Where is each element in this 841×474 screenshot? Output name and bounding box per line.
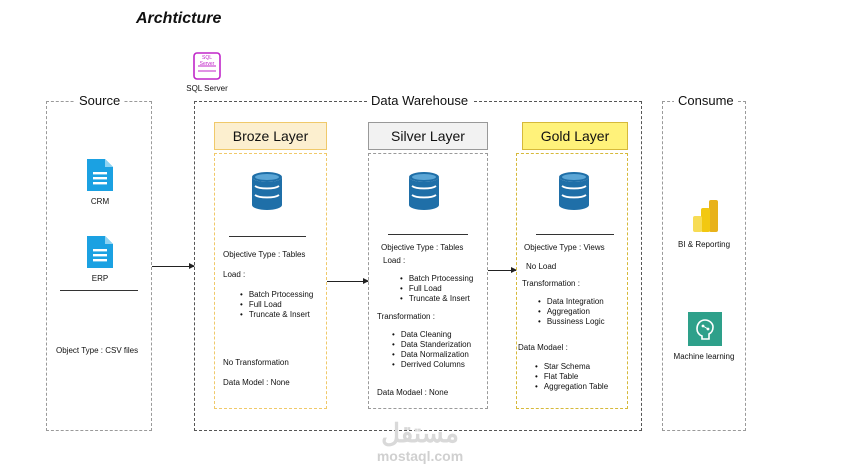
bronze-data-model: Data Model : None: [223, 378, 290, 387]
sql-server-logo-text: SQL Server: [199, 55, 215, 67]
gold-database-icon: [558, 171, 590, 216]
list-item: Data Standerization: [392, 340, 471, 350]
list-item: Data Normalization: [392, 350, 471, 360]
list-item: Data Cleaning: [392, 330, 471, 340]
machine-learning-label: Machine learning: [673, 352, 735, 361]
arrow-bronze-to-silver: [327, 278, 369, 284]
crm-label: CRM: [90, 197, 110, 206]
bronze-objective: Objective Type : Tables: [223, 250, 306, 259]
bronze-transformation: No Transformation: [223, 358, 289, 367]
gold-transformation-label: Transformation :: [522, 279, 580, 288]
crm-file-icon: [85, 157, 115, 198]
silver-load-list: Batch Prtocessing Full Load Truncate & I…: [400, 274, 473, 304]
silver-transformation-label: Transformation :: [377, 312, 435, 321]
list-item: Bussiness Logic: [538, 317, 605, 327]
consume-label: Consume: [674, 93, 738, 108]
gold-transformation-list: Data Integration Aggregation Bussiness L…: [538, 297, 605, 327]
gold-layer-box: [516, 153, 628, 409]
bronze-layer-header: Broze Layer: [214, 122, 327, 150]
silver-divider: [388, 234, 468, 235]
bronze-database-icon: [251, 171, 283, 216]
bronze-divider: [229, 236, 306, 237]
silver-data-model: Data Modael : None: [377, 388, 449, 397]
power-bi-icon: [691, 199, 719, 238]
silver-load-label: Load :: [383, 256, 406, 265]
silver-transformation-list: Data Cleaning Data Standerization Data N…: [392, 330, 471, 370]
watermark-arabic: مستقل: [381, 418, 459, 448]
silver-database-icon: [408, 171, 440, 216]
erp-label: ERP: [91, 274, 109, 283]
list-item: Flat Table: [535, 372, 608, 382]
machine-learning-icon: [688, 312, 722, 351]
gold-layer-header: Gold Layer: [522, 122, 628, 150]
bronze-load-label: Load :: [223, 270, 246, 279]
silver-layer-box: [368, 153, 488, 409]
list-item: Star Schema: [535, 362, 608, 372]
consume-container: [662, 101, 746, 431]
list-item: Derrived Columns: [392, 360, 471, 370]
gold-objective: Objective Type : Views: [524, 243, 605, 252]
gold-data-model-label: Data Modael :: [518, 343, 568, 352]
source-label: Source: [75, 93, 125, 108]
diagram-title: Archticture: [136, 10, 222, 27]
sql-server-icon: SQL Server: [193, 52, 221, 80]
list-item: Truncate & Insert: [400, 294, 473, 304]
erp-file-icon: [85, 234, 115, 275]
gold-data-model-list: Star Schema Flat Table Aggregation Table: [535, 362, 608, 392]
source-divider: [60, 290, 138, 291]
sql-server-label: SQL Server: [186, 84, 228, 93]
list-item: Batch Prtocessing: [400, 274, 473, 284]
gold-load: No Load: [526, 262, 557, 271]
list-item: Batch Prtocessing: [240, 290, 313, 300]
source-object-type: Object Type : CSV files: [56, 346, 139, 355]
bronze-load-list: Batch Prtocessing Full Load Truncate & I…: [240, 290, 313, 320]
warehouse-label: Data Warehouse: [367, 93, 473, 108]
list-item: Full Load: [400, 284, 473, 294]
arrow-silver-to-gold: [488, 267, 517, 273]
list-item: Truncate & Insert: [240, 310, 313, 320]
silver-objective: Objective Type : Tables: [381, 243, 464, 252]
gold-divider: [536, 234, 614, 235]
bronze-layer-box: [214, 153, 327, 409]
list-item: Aggregation: [538, 307, 605, 317]
arrow-source-to-warehouse: [152, 263, 195, 269]
list-item: Aggregation Table: [535, 382, 608, 392]
list-item: Full Load: [240, 300, 313, 310]
silver-layer-header: Silver Layer: [368, 122, 488, 150]
list-item: Data Integration: [538, 297, 605, 307]
bi-reporting-label: BI & Reporting: [677, 240, 731, 249]
watermark-latin: mostaql.com: [376, 448, 464, 464]
